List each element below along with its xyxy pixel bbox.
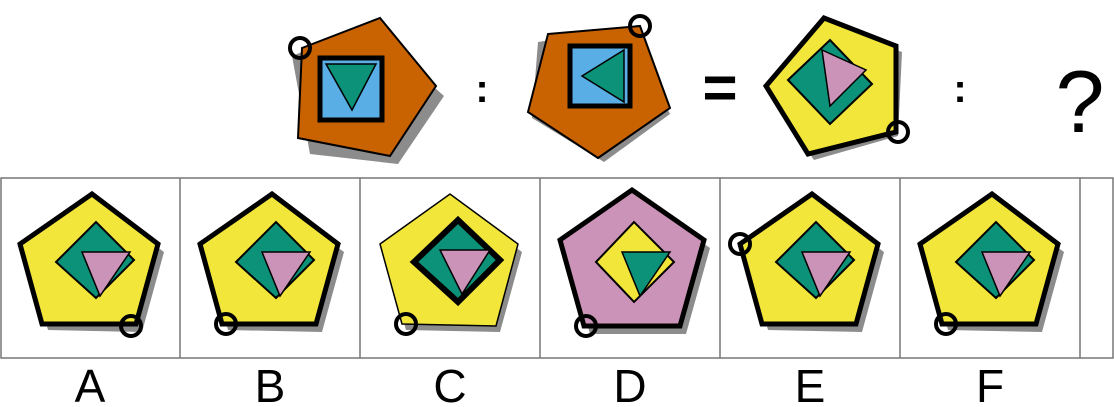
option-a[interactable] [17,190,164,338]
marker-circle-icon [288,36,312,60]
analogy-figure-1 [288,16,444,164]
option-labels: A B C D E F [75,360,1004,407]
analogy-figure-2 [526,14,672,162]
answer-options-panel [0,177,1114,359]
analogy-colon-1: : [475,67,488,111]
pink-triangle-shape [438,249,492,296]
green-triangle-shape [620,251,672,298]
marker-circle-icon [394,312,418,336]
green-triangle-shape [324,63,378,112]
analogy-colon-2: : [953,67,966,111]
question-mark: ? [1056,52,1105,151]
option-label-d: D [613,360,646,407]
pink-triangle-shape [821,48,868,108]
pink-triangle-shape [800,251,852,298]
option-label-b: B [255,360,286,407]
option-label-e: E [795,360,826,407]
green-triangle-shape [580,48,625,104]
pink-triangle-shape [80,251,132,298]
option-label-f: F [976,360,1004,407]
analogy-figure-3 [762,15,910,160]
marker-circle-icon [628,14,652,38]
marker-circle-icon [886,120,910,144]
marker-circle-icon [214,312,238,336]
option-c[interactable] [379,193,522,336]
option-label-a: A [75,360,106,407]
option-d[interactable] [557,186,710,338]
marker-circle-icon [728,232,752,256]
option-b[interactable] [197,190,344,336]
marker-circle-icon [119,314,143,338]
option-label-c: C [433,360,466,407]
pink-triangle-shape [980,251,1032,298]
analogy-equals-sign: = [702,54,737,121]
option-f[interactable] [917,190,1064,336]
marker-circle-icon [934,312,958,336]
option-e[interactable] [728,190,884,332]
marker-circle-icon [574,314,598,338]
pink-triangle-shape [260,251,312,298]
analogy-row: : = : ? [288,14,1105,164]
